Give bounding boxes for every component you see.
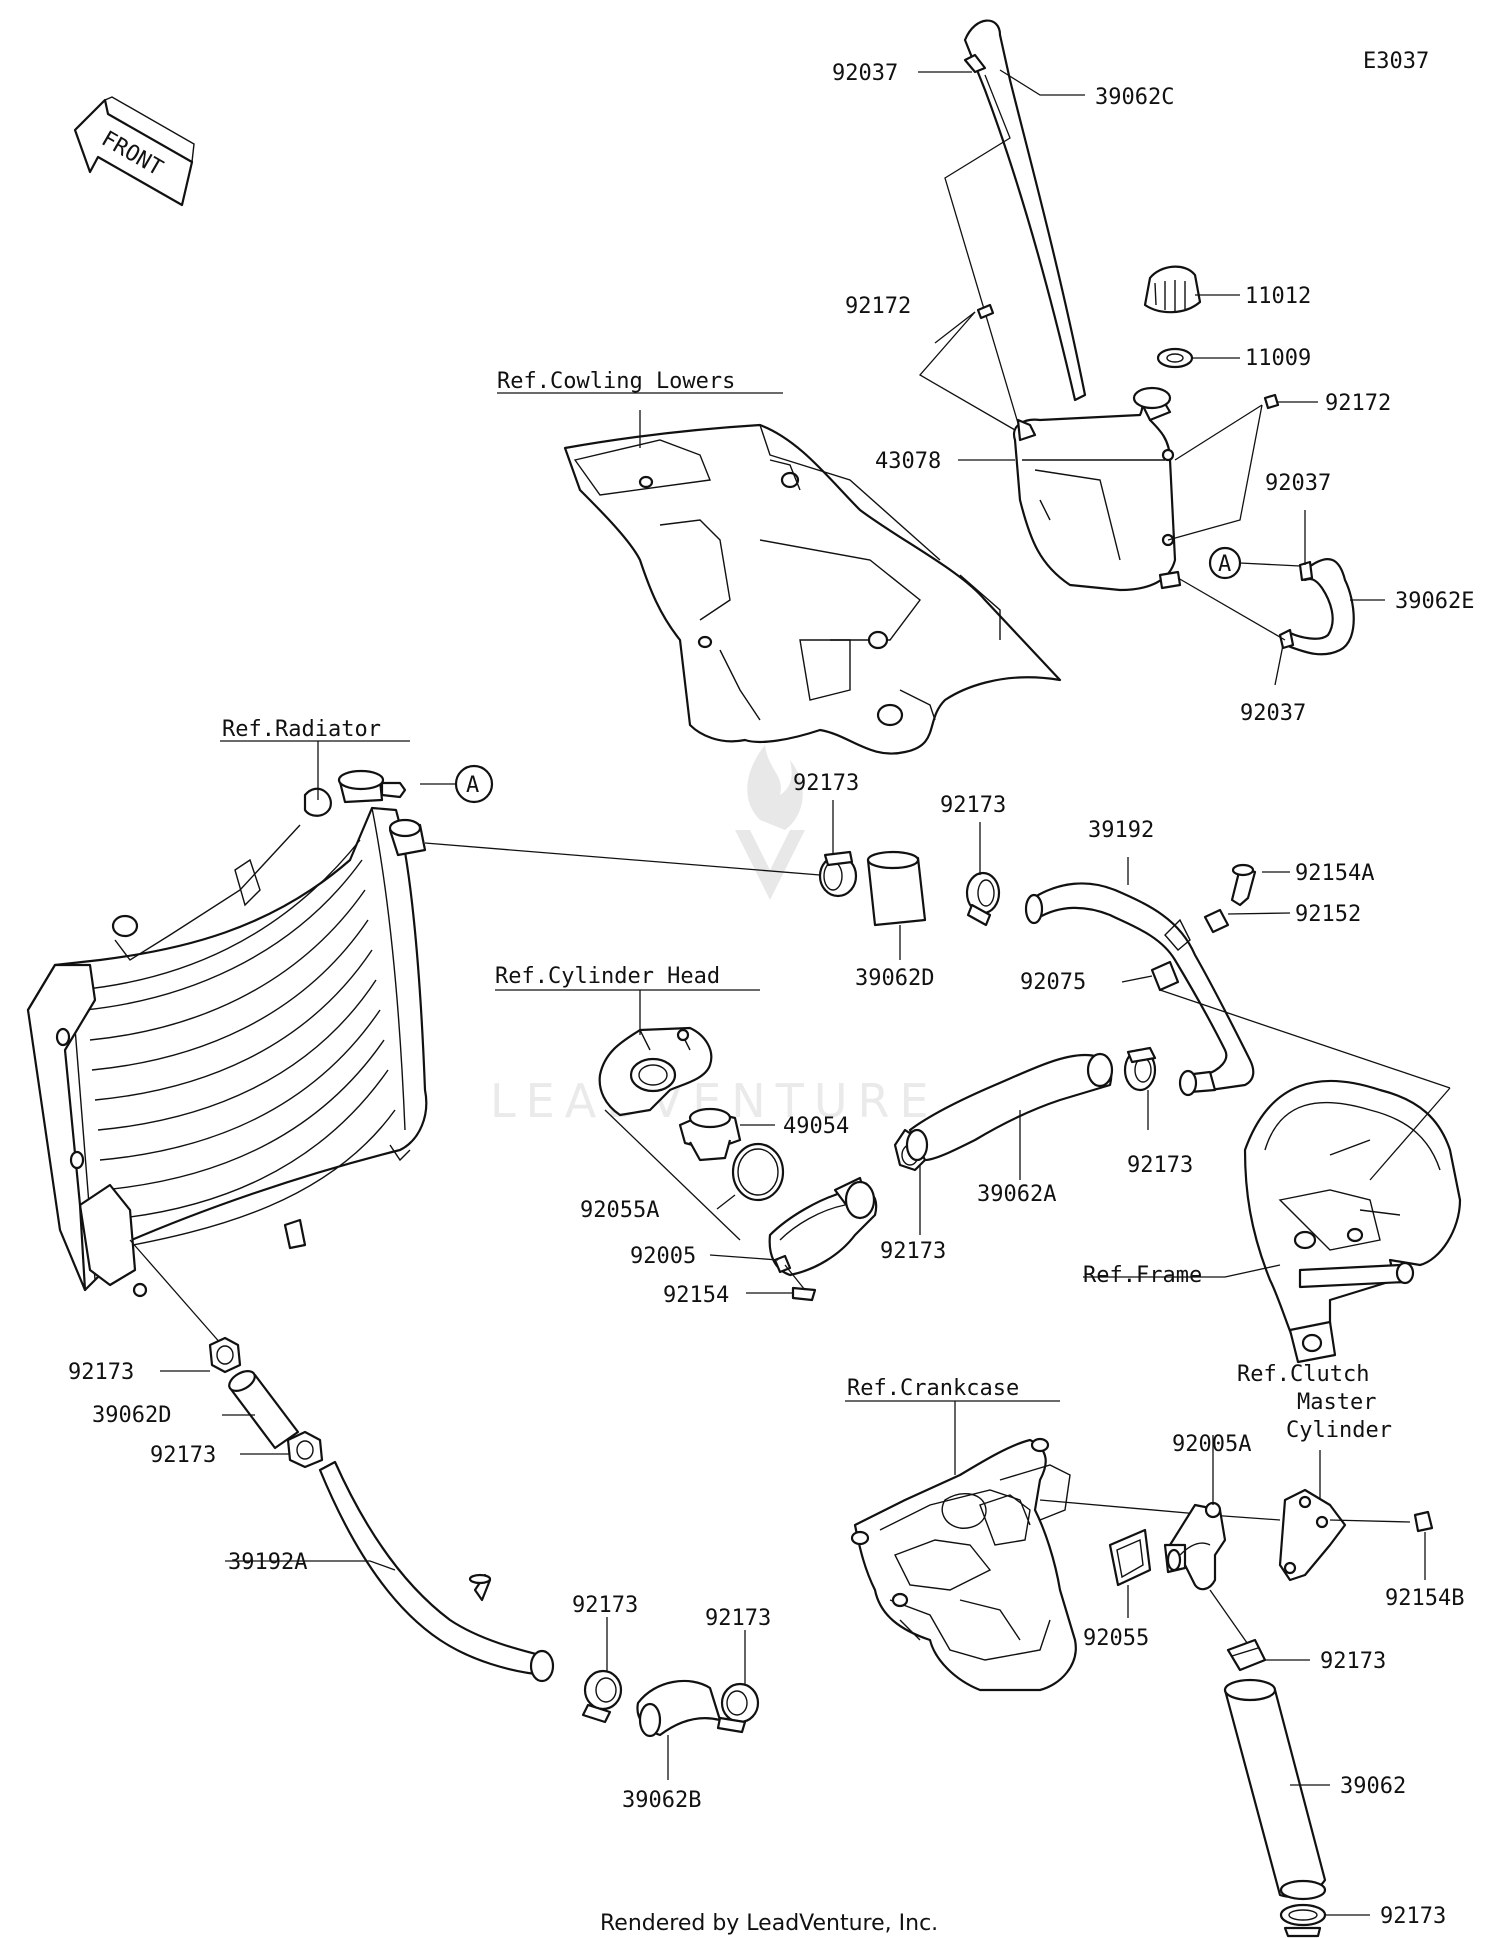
ref-frame: Ref.Frame (1083, 1263, 1202, 1288)
clamp-92173-b (965, 871, 1001, 927)
label-11012: 11012 (1245, 284, 1311, 309)
hose-39062D-lower (228, 1370, 300, 1450)
hose-39062A (905, 1052, 1114, 1162)
label-49054: 49054 (783, 1114, 849, 1139)
callout-a-reservoir: A (1208, 546, 1301, 580)
hose-39062 (1223, 1678, 1327, 1901)
label-39062C: 39062C (1095, 85, 1174, 110)
hose-39062E (1278, 558, 1355, 656)
grommet-92075 (1150, 960, 1180, 992)
label-92055: 92055 (1083, 1626, 1149, 1651)
label-39062B: 39062B (622, 1788, 701, 1813)
cowling-lower-panel (563, 423, 1062, 755)
footer-credit: Rendered by LeadVenture, Inc. (600, 1911, 938, 1936)
label-39062E: 39062E (1395, 589, 1474, 614)
radiator-assembly (26, 769, 428, 1298)
label-39062: 39062 (1340, 1774, 1406, 1799)
label-92055A: 92055A (580, 1198, 659, 1223)
label-92037-top: 92037 (832, 61, 898, 86)
label-92173-c: 92173 (880, 1239, 946, 1264)
cylinder-head-fitting (598, 1026, 713, 1117)
hose-39062B (636, 1679, 722, 1738)
clamp-92173-h (716, 1682, 760, 1734)
label-92173-j: 92173 (1380, 1904, 1446, 1929)
pipe-39192 (1024, 882, 1255, 1097)
label-92173-g: 92173 (572, 1593, 638, 1618)
svg-text:A: A (1218, 552, 1231, 577)
hose-39062D-upper (866, 850, 927, 927)
bolt-92172-left (976, 303, 995, 320)
clamp-92173-f (286, 1430, 324, 1469)
ref-clutch-line-3: Cylinder (1286, 1418, 1392, 1443)
label-39062D-left: 39062D (92, 1403, 171, 1428)
label-43078: 43078 (875, 449, 941, 474)
crankcase-section (850, 1437, 1077, 1692)
label-92154A: 92154A (1295, 861, 1374, 886)
label-92154: 92154 (663, 1283, 729, 1308)
clamp-92173-d (1123, 1046, 1157, 1092)
clamp-92173-e (208, 1336, 242, 1374)
callout-a-radiator: A (420, 764, 494, 804)
clamp-92173-g (581, 1669, 623, 1724)
label-92154B: 92154B (1385, 1586, 1464, 1611)
label-39192A: 39192A (228, 1550, 307, 1575)
label-92173-i: 92173 (1320, 1649, 1386, 1674)
label-92037-low: 92037 (1240, 701, 1306, 726)
pipe-39192A (318, 1460, 555, 1683)
label-92172-left: 92172 (845, 294, 911, 319)
clamp-92173-j (1279, 1903, 1327, 1938)
label-39062D-top: 39062D (855, 966, 934, 991)
collar-92152 (1203, 908, 1230, 934)
label-92005A: 92005A (1172, 1432, 1251, 1457)
ref-cowling-lowers: Ref.Cowling Lowers (497, 369, 735, 394)
frame-section (1243, 1079, 1462, 1364)
gasket-92055 (1108, 1528, 1152, 1587)
label-92172-right: 92172 (1325, 391, 1391, 416)
label-92152: 92152 (1295, 902, 1361, 927)
label-92075: 92075 (1020, 970, 1086, 995)
overflow-hose-39062C (963, 19, 1087, 402)
bolt-92172-right (1263, 393, 1280, 410)
o-ring-11009 (1156, 347, 1194, 369)
label-92173-b: 92173 (940, 793, 1006, 818)
reservoir-cap-11012 (1143, 265, 1202, 314)
front-arrow-icon: FRONT (73, 96, 195, 207)
ref-radiator: Ref.Radiator (222, 717, 381, 742)
o-ring-92055A (731, 1142, 785, 1202)
bolt-92154B (1413, 1510, 1434, 1533)
clamp-92173-a (818, 850, 858, 898)
bolt-92154 (791, 1286, 817, 1302)
label-92173-d: 92173 (1127, 1153, 1193, 1178)
label-39062A: 39062A (977, 1182, 1056, 1207)
ref-cylinder-head: Ref.Cylinder Head (495, 964, 720, 989)
ref-crankcase: Ref.Crankcase (847, 1376, 1019, 1401)
thermostat-housing-92005 (768, 1176, 878, 1277)
label-92005: 92005 (630, 1244, 696, 1269)
clutch-master-cylinder-bracket (1278, 1488, 1347, 1582)
ref-clutch-line-1: Ref.Clutch (1237, 1362, 1369, 1387)
ref-clutch-line-2: Master (1297, 1390, 1376, 1415)
label-92173-a: 92173 (793, 771, 859, 796)
clamp-92173-i (1226, 1638, 1267, 1672)
leadventure-watermark: LEADVENTURE (490, 745, 929, 1128)
thermostat-49054 (678, 1107, 742, 1162)
label-92173-h: 92173 (705, 1606, 771, 1631)
label-92173-e: 92173 (68, 1360, 134, 1385)
diagram-code: E3037 (1363, 49, 1429, 74)
svg-text:A: A (466, 773, 479, 798)
pipe-92005A (1163, 1501, 1227, 1591)
label-39192: 39192 (1088, 818, 1154, 843)
coolant-reservoir-43078 (1012, 386, 1182, 592)
label-92173-f: 92173 (150, 1443, 216, 1468)
label-92037-mid: 92037 (1265, 471, 1331, 496)
label-11009: 11009 (1245, 346, 1311, 371)
